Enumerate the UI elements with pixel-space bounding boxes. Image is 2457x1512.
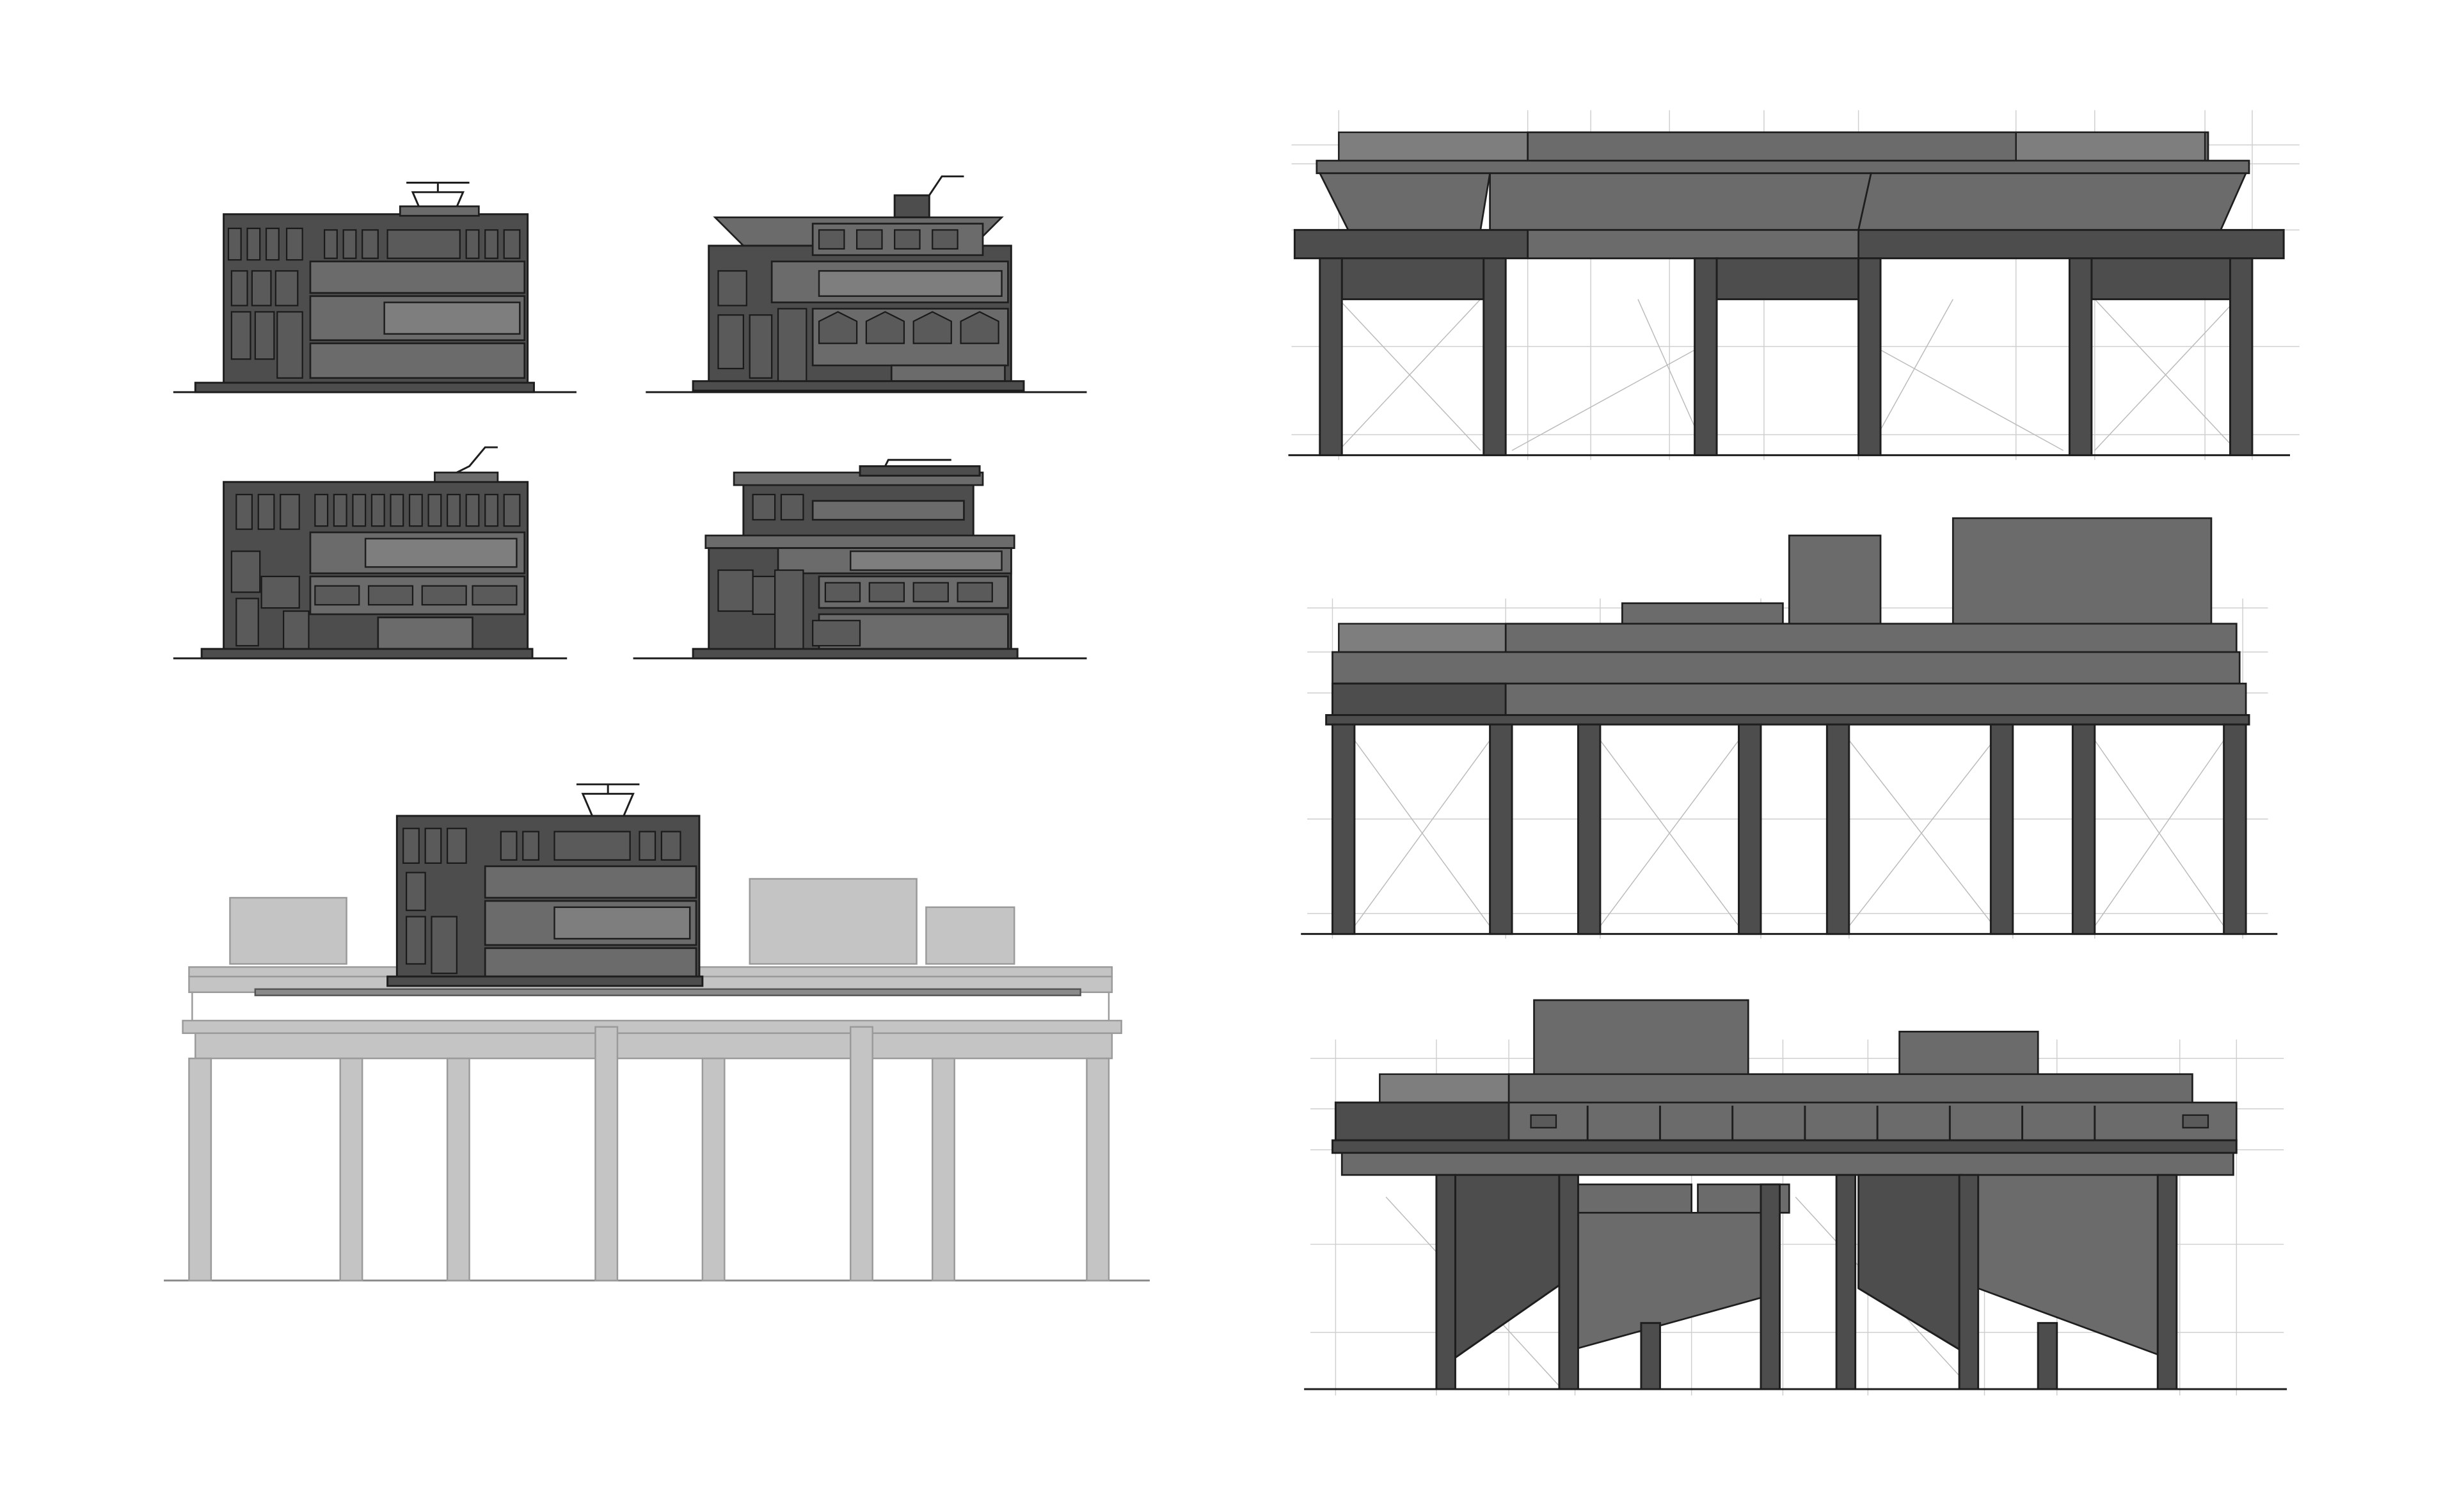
viaduct-elevation-sloped-supports [1304,999,2287,1396]
tram-elevation-end-1 [646,175,1087,394]
tram-elevation-side-2 [173,446,568,660]
tram-elevation-end-2 [633,459,1087,660]
tram-on-viaduct-context [164,783,1150,1282]
viaduct-elevation-flat-deck [1301,517,2278,939]
tram-elevation-side-1 [173,182,576,394]
viaduct-elevation-canopy [1288,110,2300,460]
